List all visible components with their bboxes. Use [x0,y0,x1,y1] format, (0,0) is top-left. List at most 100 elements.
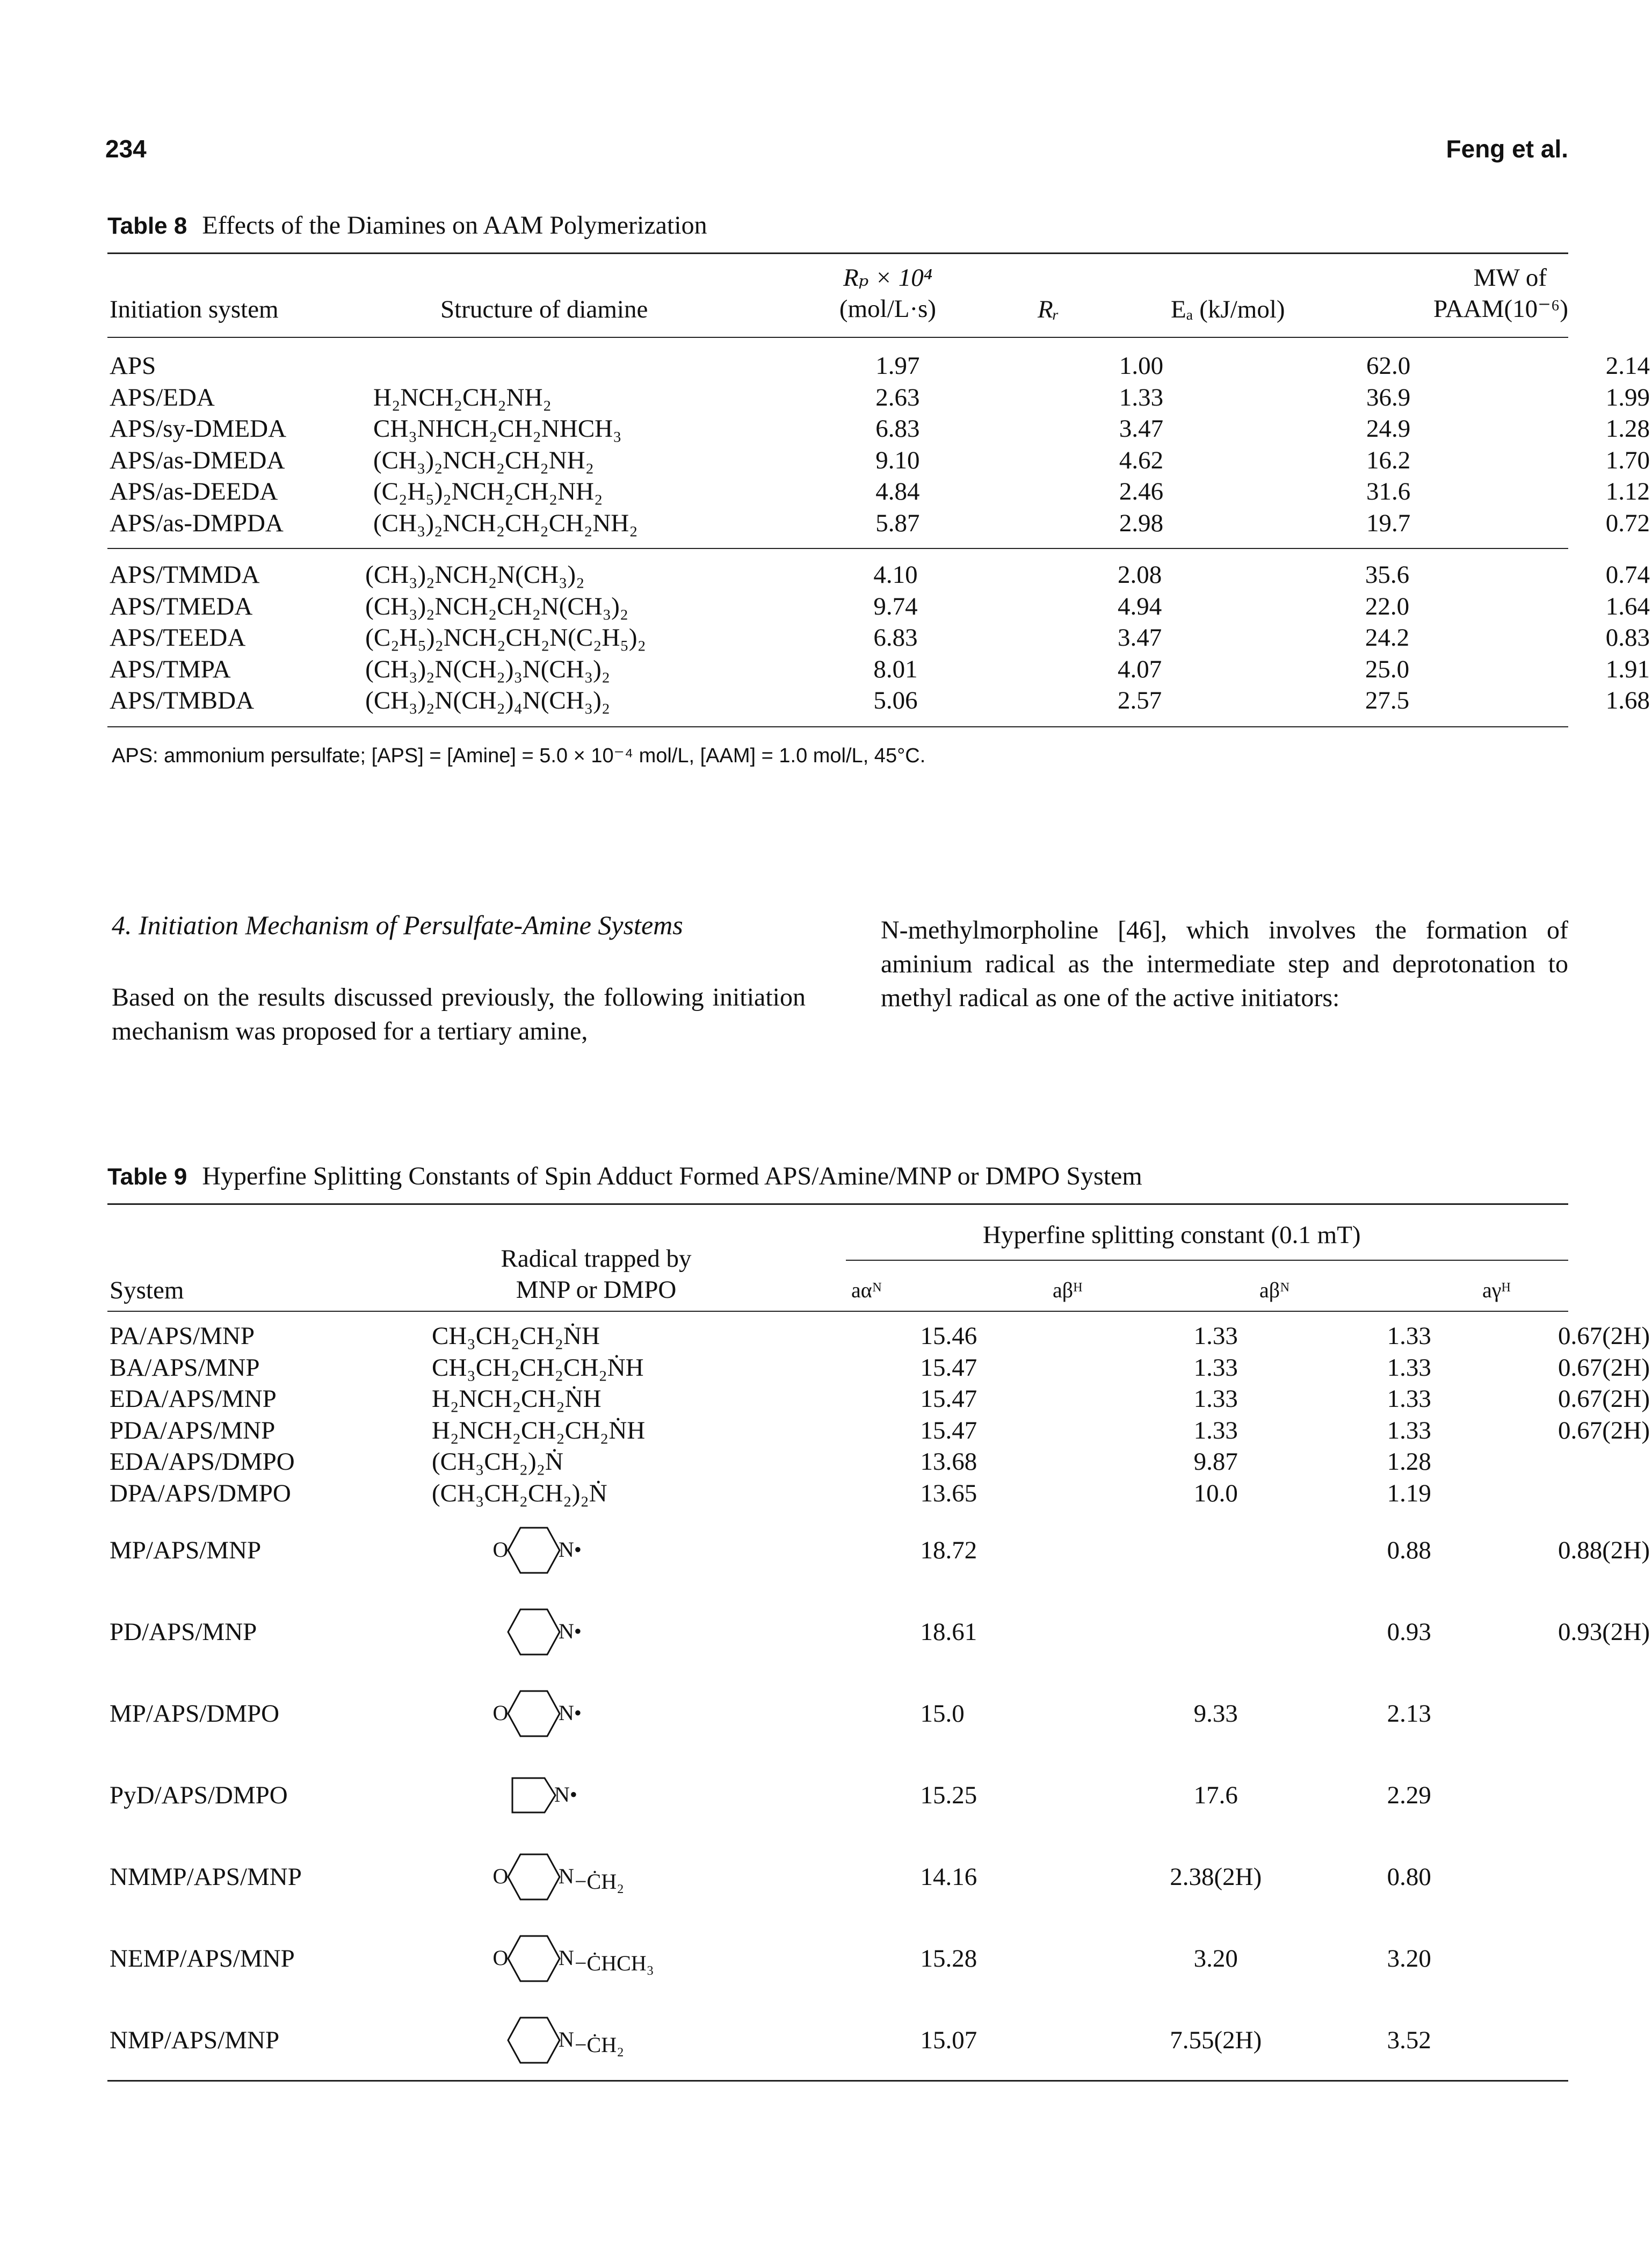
t9-head-radical-1: Radical trapped by [501,1245,692,1273]
table8-label: Table 8 [107,213,187,239]
t9-cell-a-beta-n: 3.52 [1387,2026,1431,2054]
body-paragraph-left: Based on the results discussed previousl… [112,983,806,1045]
t9-cell-a-gamma-h: 0.67(2H) [1558,1385,1650,1413]
t8-cell-ea: 27.5 [1365,687,1410,714]
t9-cell-system: NMMP/APS/MNP [110,1862,302,1891]
t8-head-mw-2: PAAM(10⁻⁶) [1433,295,1568,323]
t8-cell-mw: 1.64 [1605,592,1650,620]
t8-cell-mw: 1.12 [1605,478,1650,505]
t9-cell-system: EDA/APS/DMPO [110,1448,295,1476]
t8-cell-system: APS/as-DMPDA [110,509,284,537]
table8-title: Effects of the Diamines on AAM Polymeriz… [202,211,707,240]
t8-cell-structure: (CH₃)₂N(CH₂)₄N(CH₃)₂ [365,687,611,714]
t9-cell-system: BA/APS/MNP [110,1353,260,1382]
t9-cell-a-alpha-n: 15.25 [920,1781,977,1809]
t9-head-ag: aγᴴ [1482,1278,1511,1302]
t9-cell-a-gamma-h [1487,1999,1652,2081]
t8-cell-rp: 8.01 [873,655,918,683]
t9-head-system: System [110,1276,184,1304]
t9-cell-system: PyD/APS/DMPO [110,1781,288,1809]
t9-cell-a-beta-n: 2.13 [1387,1699,1431,1728]
table8-header-rule [107,337,1568,338]
table8-top-rule [107,252,1568,254]
t9-cell-a-beta-n: 1.33 [1387,1353,1431,1382]
t9-cell-a-alpha-n: 15.47 [920,1353,977,1382]
t9-cell-a-beta-n: 1.33 [1387,1385,1431,1413]
table9-title: Hyperfine Splitting Constants of Spin Ad… [202,1162,1142,1190]
t8-cell-structure: (CH₃)₂N(CH₂)₃N(CH₃)₂ [365,655,611,683]
page-header: 234 Feng et al. [105,134,1568,177]
t8-cell-system: APS/TMBDA [110,687,255,714]
t9-cell-a-alpha-n: 15.0 [920,1699,965,1728]
t8-cell-rr: 1.33 [1119,383,1164,411]
t8-cell-ea: 36.9 [1366,383,1411,411]
ring-substituent-label: −ĊH₂ [575,2033,624,2057]
t8-cell-rp: 5.87 [875,509,920,537]
ring-oxygen-label: O [493,1946,509,1970]
ring-nitrogen-label: N• [554,1782,577,1807]
t8-head-rp-2: (mol/L·s) [839,295,937,323]
t9-cell-system: MP/APS/DMPO [110,1699,280,1728]
t8-cell-rr: 2.08 [1117,561,1162,589]
t9-cell-a-beta-n: 0.80 [1387,1862,1431,1891]
t8-head-initiation: Initiation system [110,295,279,323]
table8-group-rule [107,548,1568,549]
t8-cell-mw: 2.14 [1605,352,1650,380]
t9-cell-a-gamma-h [1487,1478,1652,1509]
t8-cell-rp: 9.74 [873,592,918,620]
t8-cell-system: APS/TEEDA [110,624,246,652]
table8-bottom-rule [107,726,1568,727]
ring-bond [507,1608,561,1656]
t8-cell-ea: 25.0 [1365,655,1410,683]
ring-oxygen-label: O [493,1864,509,1888]
t9-cell-a-alpha-n: 18.72 [920,1536,977,1564]
t9-cell-system: PDA/APS/MNP [110,1416,276,1444]
t9-cell-system: DPA/APS/DMPO [110,1479,291,1507]
ring-oxygen-label: O [493,1537,509,1562]
t8-cell-system: APS/TMEDA [110,592,253,620]
t8-cell-rp: 6.83 [875,415,920,443]
t9-cell-system: EDA/APS/MNP [110,1385,277,1413]
t8-cell-mw: 0.83 [1605,624,1650,652]
t8-cell-ea: 31.6 [1366,478,1411,505]
t8-cell-structure: CH₃NHCH₂CH₂NHCH₃ [373,415,622,443]
t8-cell-system: APS/as-DEEDA [110,478,278,505]
t8-cell-rr: 4.07 [1117,655,1162,683]
table8-caption: Table 8 Effects of the Diamines on AAM Po… [107,211,707,240]
running-head: Feng et al. [1446,135,1568,163]
t9-cell-a-alpha-n: 15.47 [920,1416,977,1444]
ring-substituent-label: −ĊHCH₃ [575,1951,654,1975]
t9-cell-a-gamma-h [1487,1836,1652,1918]
t9-head-group: Hyperfine splitting constant (0.1 mT) [983,1221,1361,1249]
t9-cell-a-gamma-h: 0.67(2H) [1558,1322,1650,1350]
t8-cell-structure: (CH₃)₂NCH₂CH₂N(CH₃)₂ [365,592,629,620]
t8-cell-mw: 1.99 [1605,383,1650,411]
t9-cell-a-beta-h: 9.33 [1193,1699,1238,1728]
table9-label: Table 9 [107,1164,187,1190]
t9-cell-a-beta-h: 2.38(2H) [1170,1862,1262,1891]
t9-cell-a-alpha-n: 14.16 [920,1862,977,1891]
t9-cell-a-beta-h: 1.33 [1193,1353,1238,1382]
t9-cell-a-beta-n: 1.33 [1387,1416,1431,1444]
table9-header-rule [107,1311,1568,1312]
t8-cell-structure: (C₂H₅)₂NCH₂CH₂N(C₂H₅)₂ [365,624,646,652]
t8-head-rr: Rᵣ [1038,295,1060,323]
